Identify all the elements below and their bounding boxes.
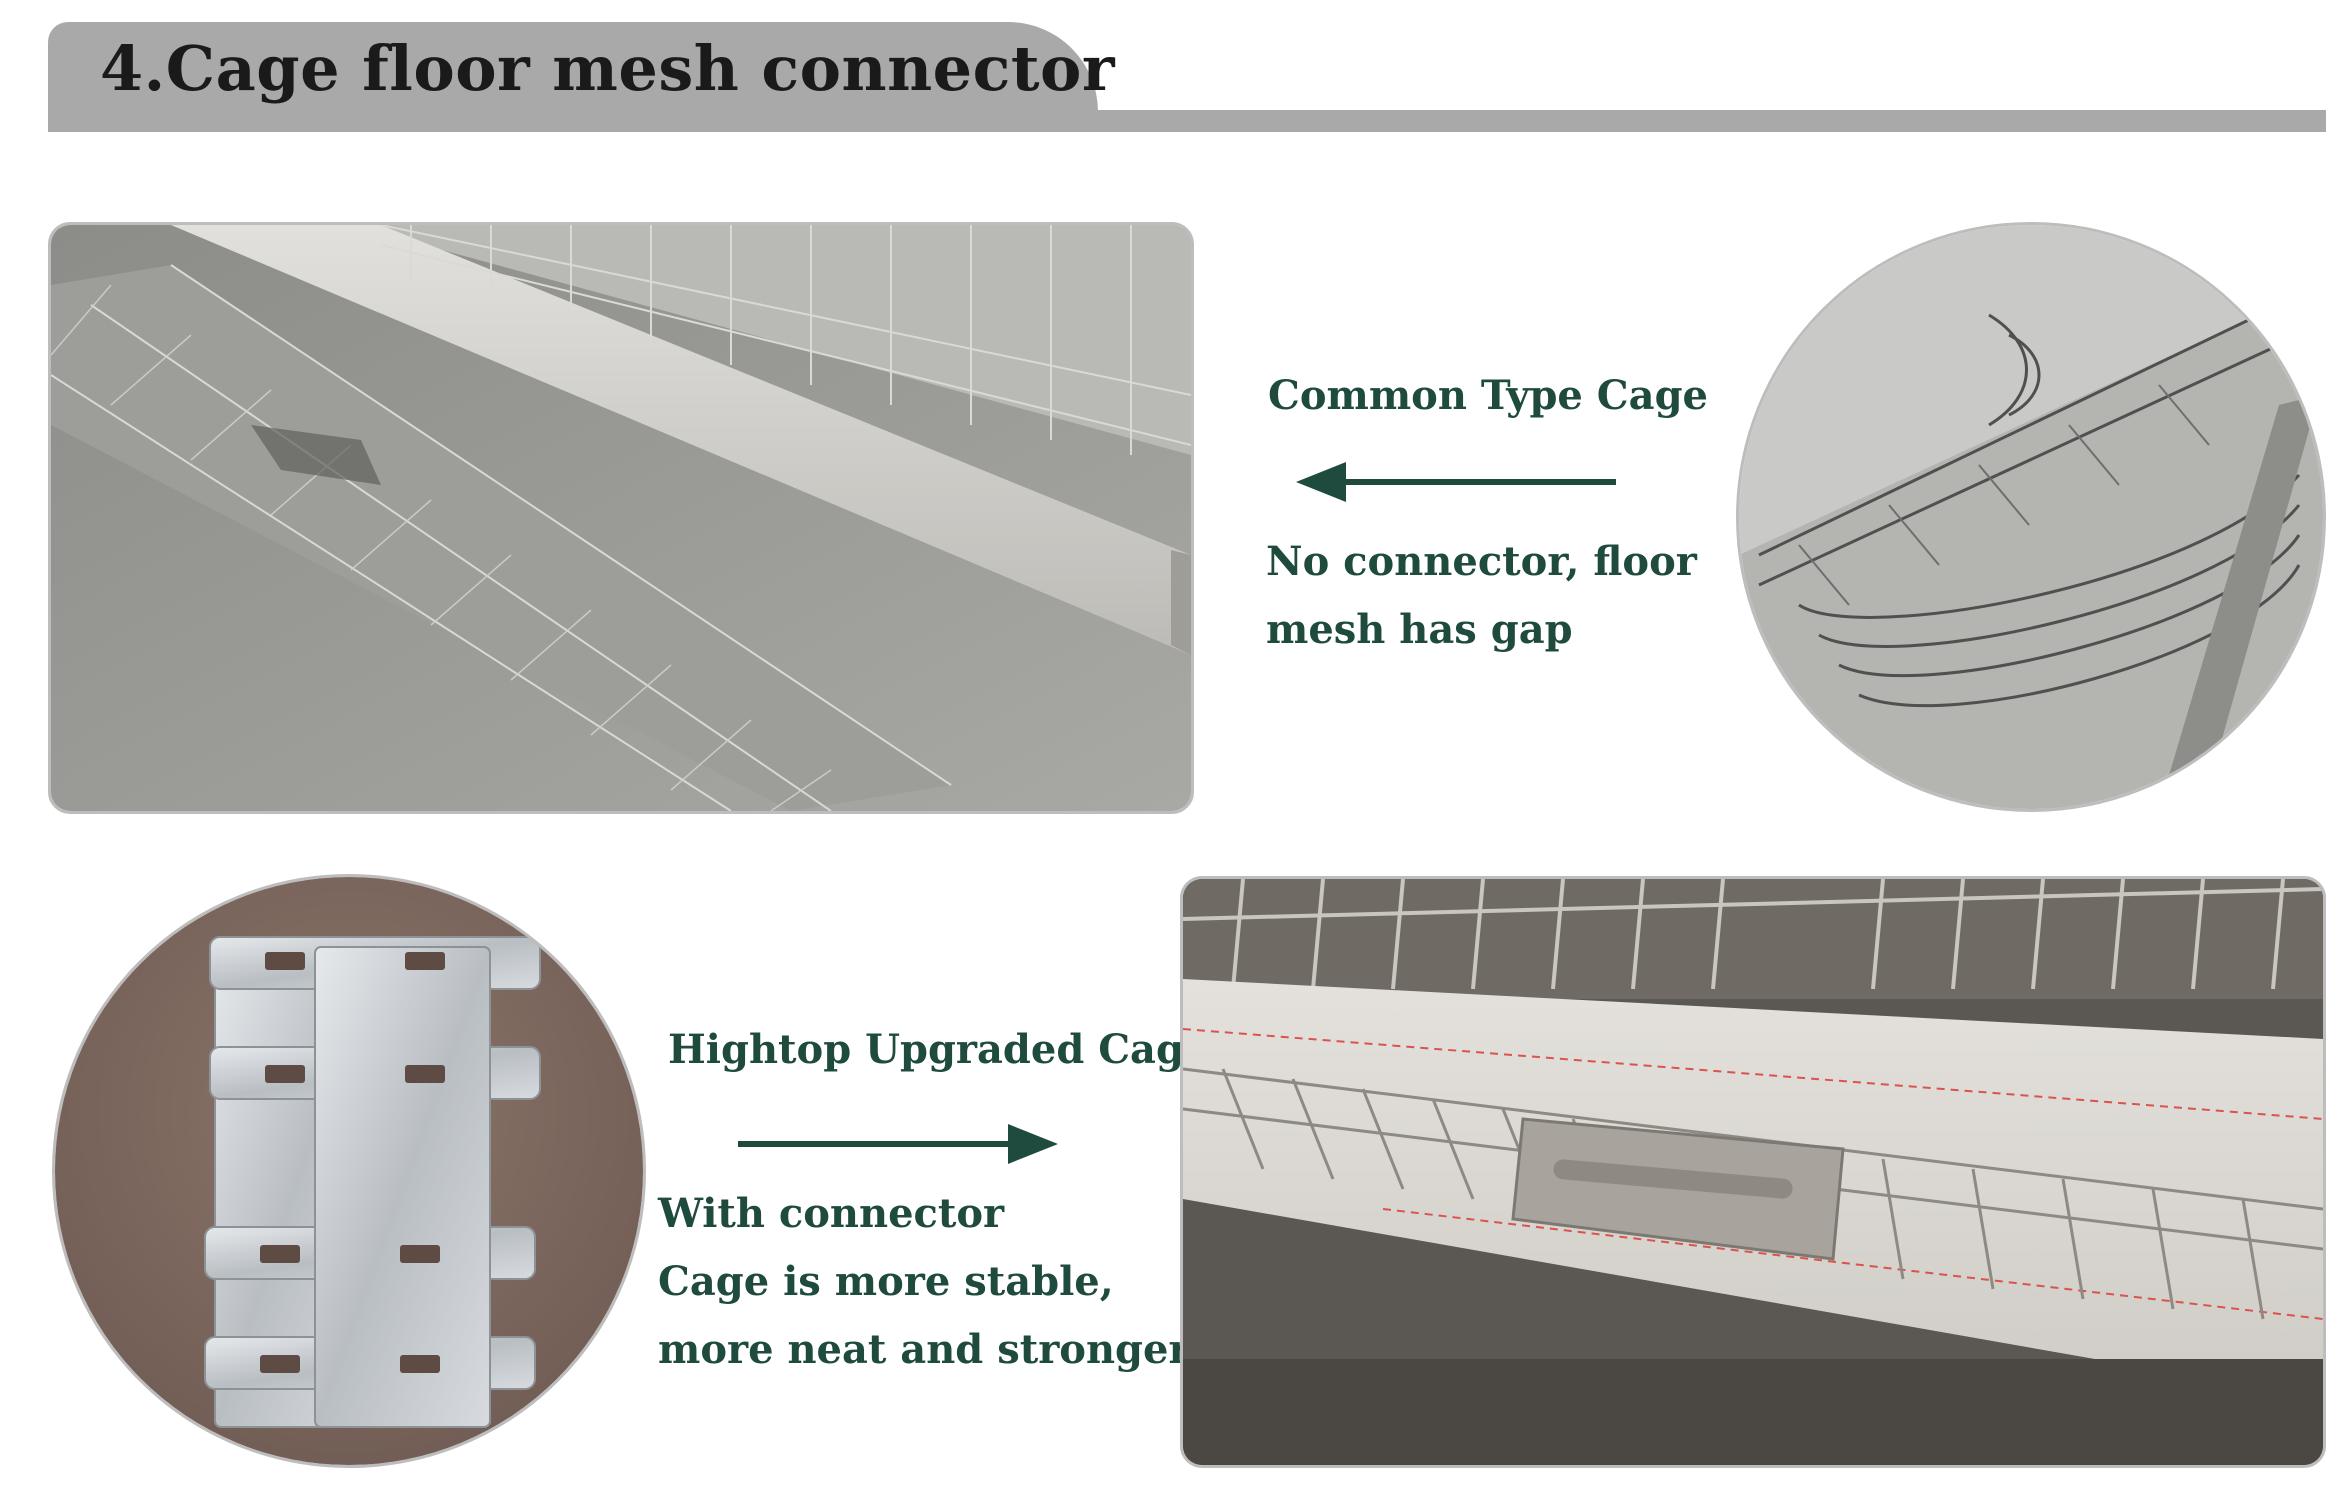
hightop-cage-desc-line2: Cage is more stable, [658,1258,1114,1305]
hightop-cage-photo [1180,876,2326,1468]
section-header: 4.Cage floor mesh connector [0,0,2326,140]
common-cage-desc-line2: mesh has gap [1266,606,1573,653]
mesh-gap-closeup-photo [1736,222,2326,812]
connector-plate-photo [52,874,646,1468]
hightop-cage-desc-line3: more neat and stronger [658,1326,1190,1373]
common-cage-desc-line1: No connector, floor [1266,538,1697,585]
arrow-right-icon [738,1124,1058,1164]
common-cage-photo [48,222,1194,814]
hightop-cage-heading: Hightop Upgraded Cage [668,1026,1210,1073]
header-divider [48,110,2326,132]
arrow-left-icon [1296,462,1616,502]
hightop-cage-desc-line1: With connector [658,1190,1005,1237]
page-title: 4.Cage floor mesh connector [100,32,1116,105]
common-cage-heading: Common Type Cage [1268,372,1708,419]
